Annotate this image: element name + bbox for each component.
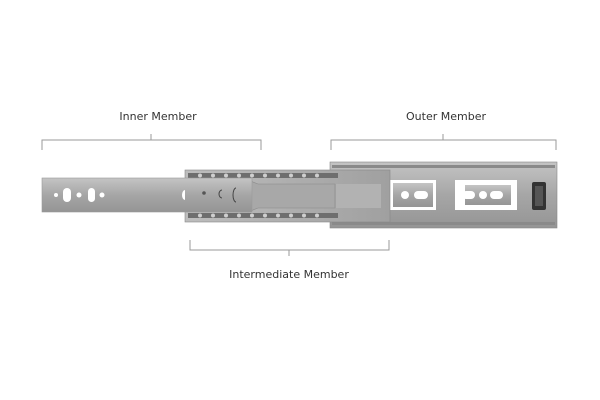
outer-member-label: Outer Member	[406, 110, 486, 123]
inner-member-bracket	[41, 134, 262, 150]
inner-member	[41, 177, 253, 213]
intermediate-member-label: Intermediate Member	[229, 268, 349, 281]
inner-member-label: Inner Member	[119, 110, 197, 123]
outer-member-bracket	[330, 134, 557, 150]
intermediate-member-bracket	[189, 240, 390, 256]
